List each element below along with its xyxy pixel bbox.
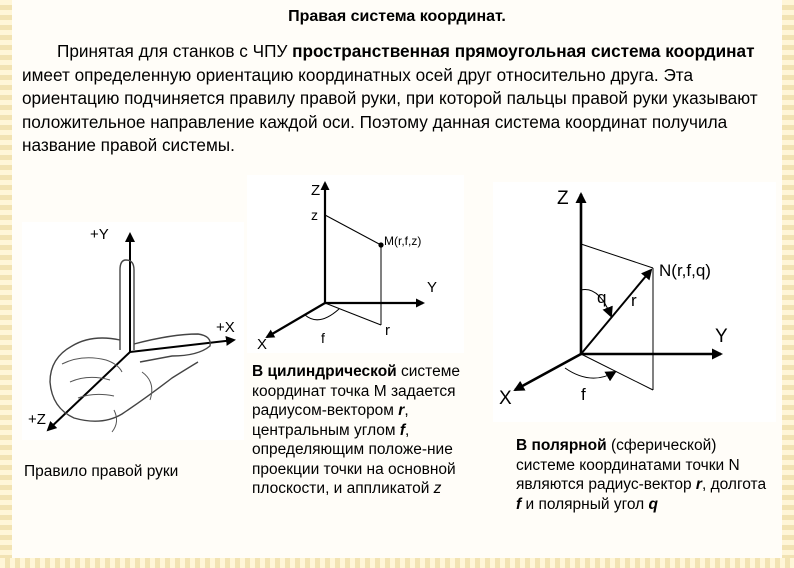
sph-top-line (580, 243, 654, 269)
sph-longitude-arc (564, 367, 617, 382)
hand-drawing: +Y +X +Z (28, 226, 236, 433)
hand-z-axis (46, 351, 131, 432)
hand-label-z: +Z (28, 411, 46, 428)
sph-caption-r: r (695, 476, 702, 493)
sph-caption-text-1: (сферической) системе координатами точки… (516, 437, 740, 493)
sph-ground-line (580, 353, 654, 391)
hand-figure: +Y +X +Z (22, 222, 244, 440)
decorative-left-border (0, 0, 12, 568)
sph-caption-bold: В полярной (516, 437, 607, 454)
sph-x-axis (513, 352, 582, 392)
cyl-point-m (378, 242, 384, 248)
sph-label-f: f (581, 385, 586, 404)
sph-radius-vector (580, 268, 653, 355)
sph-label-r: r (631, 291, 637, 310)
cyl-label-r: r (385, 322, 390, 339)
cyl-label-x: X (257, 336, 267, 353)
decorative-bottom-border (0, 558, 794, 568)
cyl-label-z-axis: Z (311, 182, 320, 199)
cyl-caption-text-2: , центральным углом (252, 402, 409, 439)
sph-label-x: X (499, 388, 512, 409)
hand-caption: Правило правой руки (24, 463, 179, 480)
sph-polar-arc (580, 289, 613, 318)
hand-x-axis (129, 335, 236, 353)
intro-text-bold: пространственная прямоугольная система к… (292, 41, 755, 61)
spherical-drawing: Z N(r,f,q) q r Y f X (499, 188, 728, 409)
cylindrical-diagram: Z z M(r,f,z) Y r f X (247, 175, 464, 353)
sph-label-y: Y (715, 326, 728, 347)
cylindrical-caption: В цилиндрической системе координат точка… (252, 362, 464, 499)
cyl-label-y: Y (427, 279, 437, 296)
cyl-label-z: z (311, 207, 318, 223)
decorative-right-border (782, 0, 794, 568)
cyl-label-point: M(r,f,z) (384, 234, 421, 248)
page-title: Правая система координат. (288, 8, 506, 25)
sph-caption-text-3: и полярный угол (521, 495, 649, 513)
cyl-z-level-line (324, 214, 382, 246)
hand-label-y: +Y (90, 226, 109, 243)
intro-paragraph: Принятая для станков с ЧПУ пространствен… (22, 40, 770, 158)
cyl-caption-bold: В цилиндрической (252, 363, 397, 380)
cyl-radius-line (324, 302, 382, 326)
cyl-caption-z: z (433, 480, 442, 497)
sph-caption-q: q (648, 495, 659, 513)
hand-label-x: +X (216, 319, 235, 336)
intro-text-2: имеет определенную ориентацию координатн… (22, 64, 758, 156)
spherical-caption: В полярной (сферической) системе координ… (516, 436, 772, 514)
sph-label-point: N(r,f,q) (659, 261, 711, 280)
cyl-caption-r: r (398, 402, 405, 419)
spherical-diagram: Z N(r,f,q) q r Y f X (493, 182, 776, 422)
cyl-label-f: f (321, 330, 325, 346)
sph-caption-text-2: , долгота (701, 476, 767, 493)
cyl-caption-text-1: системе координат точка M задается радиу… (252, 363, 461, 419)
cyl-x-axis (265, 302, 326, 339)
cyl-caption-f: f (399, 421, 406, 439)
cyl-caption-text-3: , определяющим положе-ние проекции точки… (252, 421, 456, 498)
sph-label-z: Z (557, 188, 569, 209)
sph-caption-f: f (516, 495, 522, 513)
sph-label-q: q (597, 288, 606, 307)
intro-text-1: Принятая для станков с ЧПУ (57, 41, 293, 61)
cyl-angle-arc (304, 308, 340, 321)
cylindrical-drawing: Z z M(r,f,z) Y r f X (257, 181, 437, 353)
